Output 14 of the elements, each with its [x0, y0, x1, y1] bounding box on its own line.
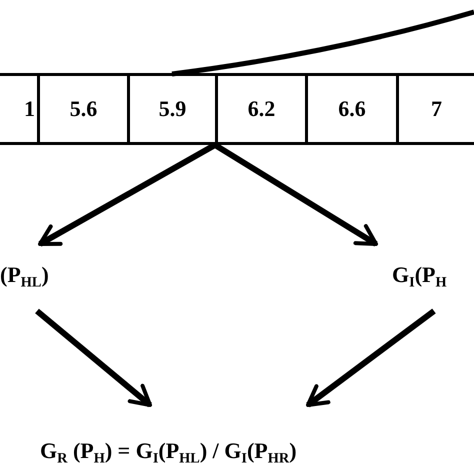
cell-value: 7	[430, 96, 443, 122]
arrow	[213, 142, 378, 247]
cell-strip	[0, 73, 474, 145]
formula-text: (P$_{HL}$)	[0, 262, 49, 292]
arrow	[38, 142, 216, 247]
formula-text: G$_{I}$(P$_{H}$	[392, 262, 447, 292]
arrow	[35, 308, 152, 408]
cell-value: 1	[23, 96, 36, 122]
cell-value: 5.9	[158, 96, 188, 122]
formula-text: G$_{R}$ (P$_{H}$) = G$_{I}$(P$_{HL}$) / G$_{I}$(P$_{HR}$)	[40, 438, 297, 468]
arrow	[306, 308, 436, 408]
cell-value: 6.6	[337, 96, 367, 122]
cell-value: 5.6	[68, 96, 98, 122]
cell-value: 6.2	[246, 96, 276, 122]
